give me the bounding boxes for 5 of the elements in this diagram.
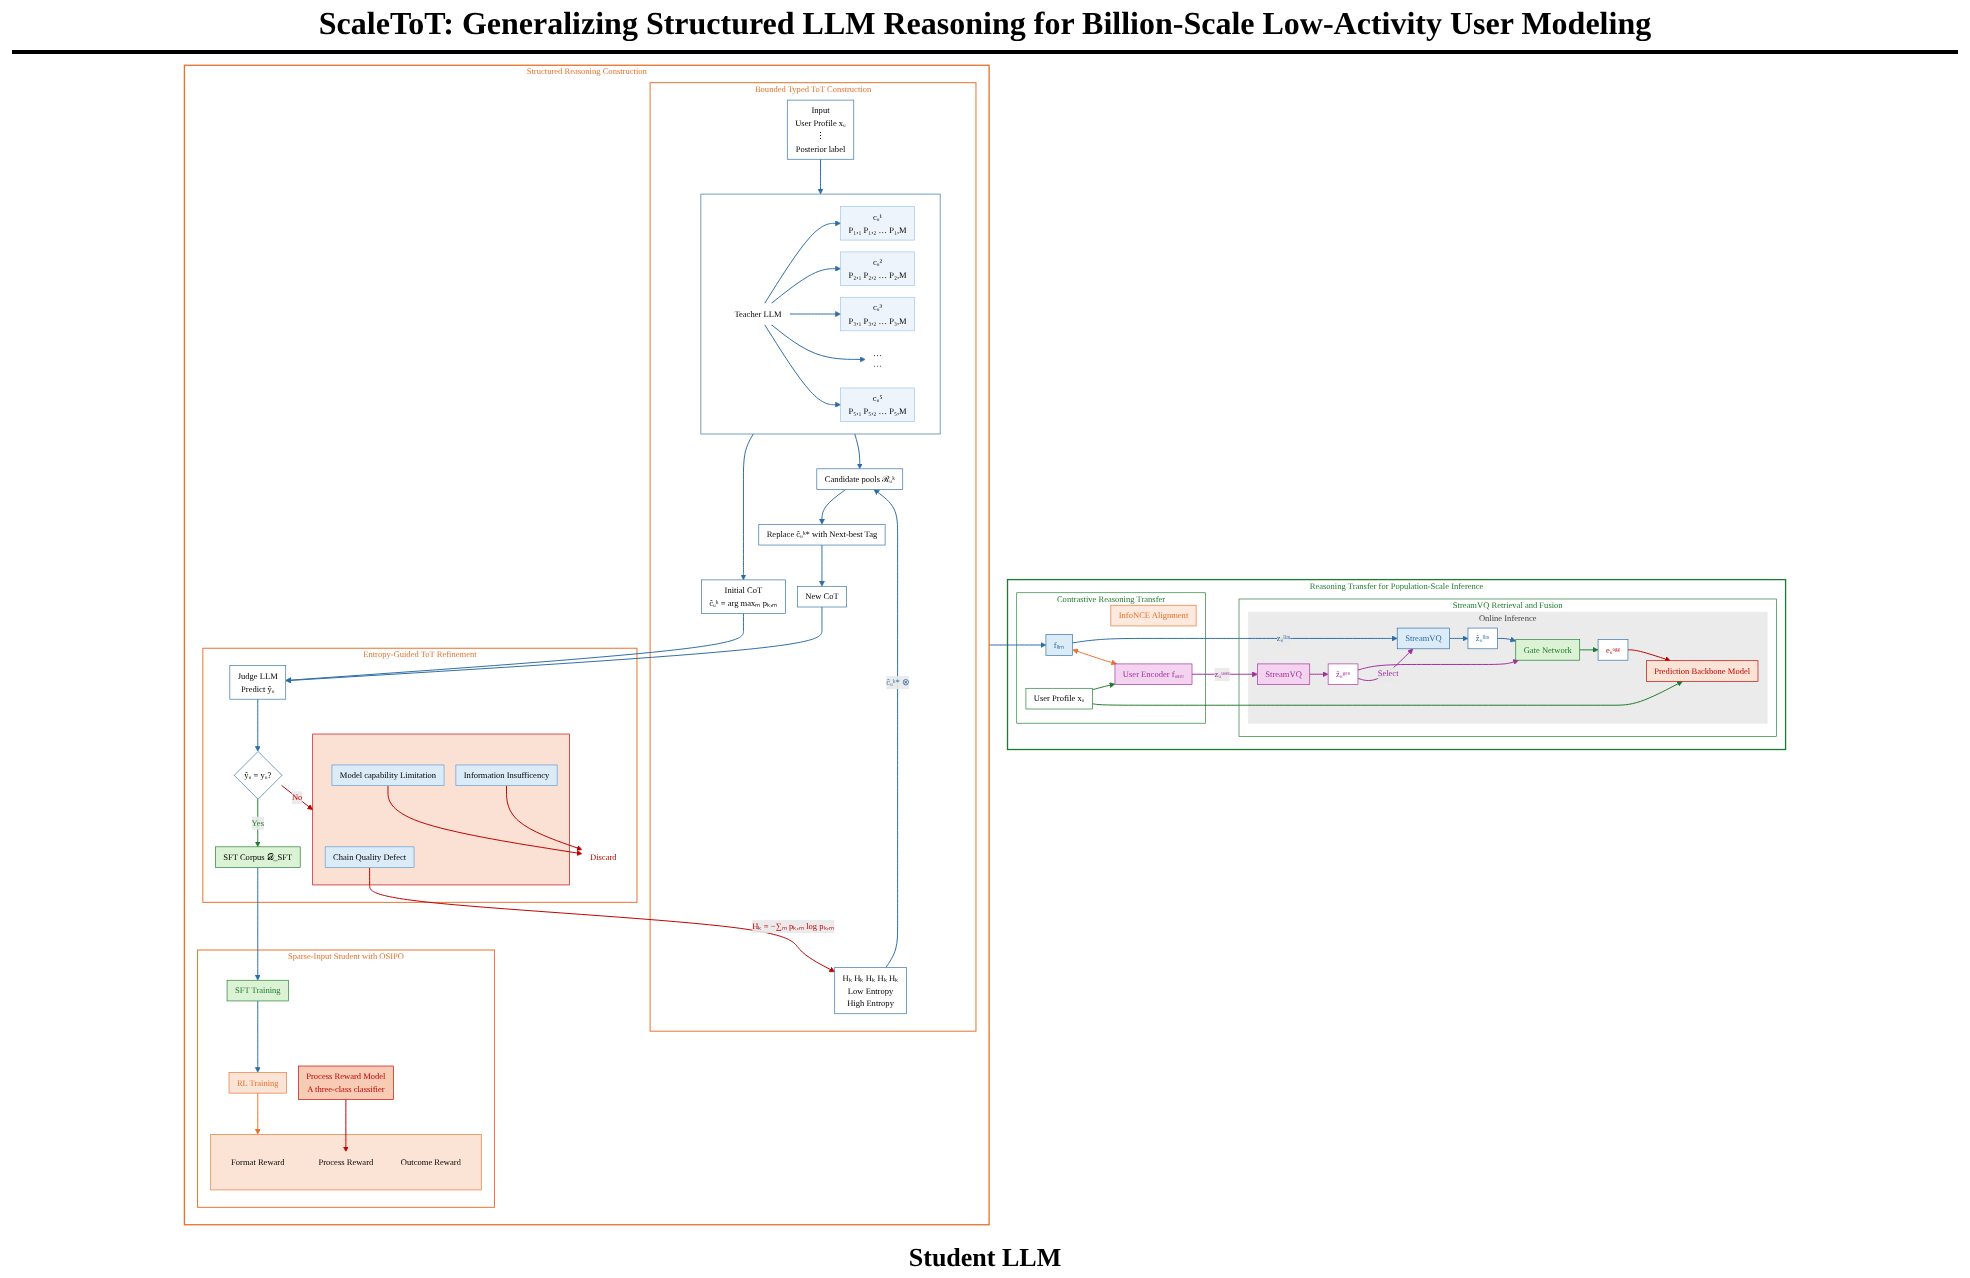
cluster <box>312 733 570 886</box>
note-text: Student LLM <box>908 1242 1062 1272</box>
cluster <box>210 1134 482 1191</box>
cluster <box>700 193 941 435</box>
diagram-title: ScaleToT: Generalizing Structured LLM Reasoning for Billion-Scale Low-Activity User Modeling <box>12 0 1958 54</box>
